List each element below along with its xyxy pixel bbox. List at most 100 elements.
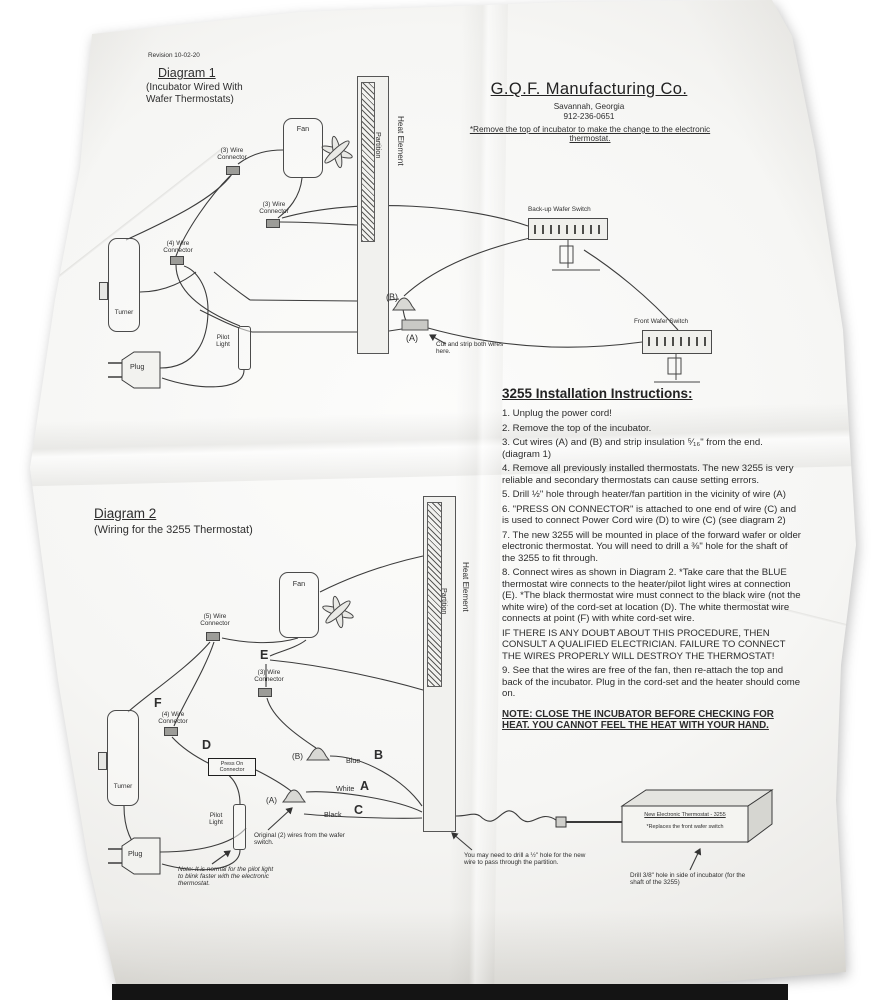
instruction-step-4: 4. Remove all previously installed therm… [502,463,794,486]
d2-5wire-connector-box [206,632,220,641]
d1-backup-switch-contacts [534,225,602,234]
d2-heat-element-strip [427,502,442,687]
revision-label: Revision 10-02-20 [148,52,200,59]
d1-backup-wafer-switch-box [528,218,608,240]
d2-press-on-connector-label: Press On Connector [219,761,245,773]
d2-connector-cap-b [306,747,330,761]
d1-fan-blades-icon [321,135,353,169]
instructions-heat-note: NOTE: CLOSE THE INCUBATOR BEFORE CHECKIN… [502,708,774,732]
d2-turner-box: Turner [107,710,139,806]
header-change-note: *Remove the top of incubator to make the… [469,125,711,144]
instruction-step-2: 2. Remove the top of the incubator. [502,422,652,434]
d1-pilot-light-box [238,326,251,370]
d1-turner-nub [99,282,108,300]
d2-fan-box: Fan [279,572,319,638]
d2-turner-label: Turner [113,783,133,790]
instruction-warning: IF THERE IS ANY DOUBT ABOUT THIS PROCEDU… [502,627,786,662]
d1-fan-label: Fan [296,124,310,133]
d1-backup-wafer-switch-label: Back-up Wafer Switch [528,206,591,213]
d2-turner-nub [98,752,107,770]
diagram1-subtitle-line2: Wafer Thermostats) [146,94,234,105]
d2-4wire-connector-box [164,727,178,736]
d2-plug-shape [108,837,161,875]
d1-3wire-connector-top-label: (3) Wire Connector [217,147,247,162]
d2-wire-c-letter: C [354,803,364,817]
d1-3wire-connector-mid-label: (3) Wire Connector [259,201,289,216]
company-phone: 912-236-0651 [563,112,615,121]
diagram2-wires [123,555,702,871]
diagram2-subtitle: (Wiring for the 3255 Thermostat) [94,524,253,536]
d1-front-switch-bracket [654,354,700,383]
d2-blue-wire-label: Blue [346,756,361,765]
d2-4wire-connector-label: (4) Wire Connector [158,711,188,726]
d1-heat-element-strip [361,82,375,242]
d2-5wire-connector-label: (5) Wire Connector [200,613,230,628]
diagram1-subtitle-line1: (Incubator Wired With [146,82,243,93]
d1-cut-strip-note: Cut and strip both wires here. [436,341,504,356]
d1-turner-label: Turner [114,309,134,316]
d1-turner-box: Turner [108,238,140,332]
d2-pilot-light-label: Pilot Light [209,812,223,827]
table-edge [112,984,788,1000]
d2-point-e-label: E [260,648,269,662]
instructions-title: 3255 Installation Instructions: [502,386,693,401]
d2-thermostat-label-line2: *Replaces the front wafer switch [646,824,724,830]
d1-wire-b-label: (B) [386,292,398,302]
diagram1-title: Diagram 1 [158,66,216,80]
company-name: G.Q.F. Manufacturing Co. [490,80,688,98]
instruction-step-6: 6. "PRESS ON CONNECTOR" is attached to o… [502,503,797,527]
d1-plug-label: Plug [130,362,145,371]
d2-wire-b-paren-label: (B) [292,752,303,761]
d2-3wire-connector-box [258,688,272,697]
d1-partition-label: Partition [374,132,384,159]
d1-front-wafer-switch-label: Front Wafer Switch [634,318,689,325]
d2-connector-cap-a [282,789,306,803]
d2-3wire-connector-label: (3) Wire Connector [254,669,284,684]
company-city: Savannah, Georgia [553,102,625,111]
d2-pilot-blink-note: Note: It is normal for the pilot light t… [178,866,274,888]
d1-front-wafer-switch-box [642,330,712,354]
instruction-step-3: 3. Cut wires (A) and (B) and strip insul… [502,437,763,460]
d1-heat-element-label: Heat Element [396,116,406,166]
d2-white-wire-label: White [336,784,355,793]
d1-splice-a [401,319,429,331]
d2-wire-a-letter: A [360,779,370,793]
d2-heat-element-label: Heat Element [461,562,471,612]
d2-wire-b-letter: B [374,748,384,762]
d1-fan-box: Fan [283,118,323,178]
d1-wire-a-label: (A) [406,333,418,343]
instruction-step-5: 5. Drill ½" hole through heater/fan part… [502,489,786,500]
d2-drill-partition-note: You may need to drill a ½" hole for the … [464,852,586,867]
d2-fan-blades-icon [322,595,354,629]
d2-thermostat-label-line1: New Electronic Thermostat - 3255 [644,812,726,818]
instruction-step-9: 9. See that the wires are free of the fa… [502,665,801,699]
d2-point-d-label: D [202,738,212,752]
d2-partition-label: Partition [440,588,450,615]
d2-drill-side-note: Drill 3/8" hole in side of incubator (fo… [630,872,746,887]
d1-3wire-connector-top-box [226,166,240,175]
instruction-step-8: 8. Connect wires as shown in Diagram 2. … [502,567,801,624]
instruction-step-1: 1. Unplug the power cord! [502,408,612,419]
diagram2-title: Diagram 2 [94,506,157,521]
instruction-step-7: 7. The new 3255 will be mounted in place… [502,529,801,564]
d2-pilot-light-box [233,804,246,850]
installation-instructions: 3255 Installation Instructions: 1. Unplu… [502,386,803,735]
d1-connector-cap-b [392,297,416,311]
d1-front-switch-contacts [648,337,706,346]
d2-wire-a-paren-label: (A) [266,796,277,805]
d2-point-f-label: F [154,696,162,710]
d1-4wire-connector-label: (4) Wire Connector [163,240,193,255]
d2-original-wires-note: Original (2) wires from the wafer switch… [254,832,345,847]
d1-backup-switch-bracket [552,240,600,271]
d1-4wire-connector-box [170,256,184,265]
d2-black-wire-label: Black [324,810,342,819]
d1-plug-shape [108,351,161,389]
d1-3wire-connector-mid-box [266,219,280,228]
d2-plug-label: Plug [128,849,143,858]
d2-press-on-connector-box: Press On Connector [208,758,256,776]
d2-thermostat-3255-box [555,789,774,843]
